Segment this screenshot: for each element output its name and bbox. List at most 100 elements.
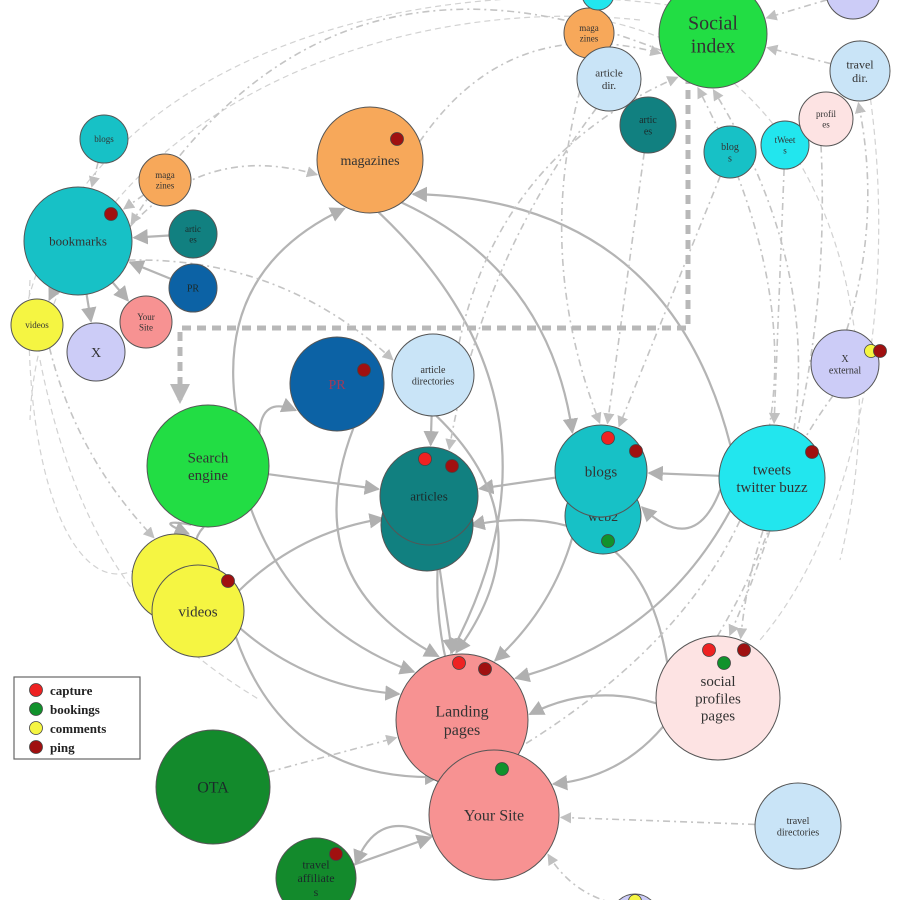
node-label: es bbox=[189, 234, 197, 244]
legend-label: capture bbox=[50, 683, 93, 698]
node-cyan-top-edge[interactable] bbox=[582, 0, 614, 11]
node-your-site[interactable]: Your Site bbox=[428, 749, 560, 881]
legend-swatch bbox=[29, 740, 43, 754]
edge-article_dir_top-to-articles bbox=[445, 107, 597, 451]
node-circle bbox=[66, 322, 126, 382]
ping-marker bbox=[478, 662, 492, 676]
edge-search_engine-to-magazines bbox=[232, 207, 346, 413]
node-label: maga bbox=[155, 170, 175, 180]
node-label: maga bbox=[579, 23, 599, 33]
capture-marker bbox=[702, 643, 716, 657]
node-bookmarks[interactable]: bookmarks bbox=[23, 186, 133, 296]
node-magazines-small[interactable]: magazines bbox=[138, 153, 192, 207]
edge-videos-to-articles bbox=[238, 513, 385, 592]
node-label: social bbox=[701, 674, 736, 690]
edge-article_directories-to-articles bbox=[423, 415, 439, 447]
edge-pr-to-landing_pages bbox=[335, 427, 440, 658]
node-videos[interactable]: videos bbox=[151, 564, 245, 658]
edge-bookmarks-to-x_small bbox=[81, 294, 97, 323]
edge-magazines-to-blogs bbox=[401, 201, 579, 435]
node-videos-small[interactable]: videos bbox=[10, 298, 64, 352]
node-label: es bbox=[822, 119, 830, 129]
node-blogs[interactable]: blogs bbox=[554, 424, 648, 518]
edge-tweets-to-magazines bbox=[411, 186, 732, 446]
ping-marker bbox=[357, 363, 371, 377]
node-blogs-top[interactable]: blogs bbox=[703, 125, 757, 179]
node-x-small[interactable]: X bbox=[66, 322, 126, 382]
edge-social_profiles-to-landing_pages bbox=[528, 694, 657, 716]
edge-blogs_small-to-bookmarks bbox=[88, 162, 100, 188]
node-label: travel bbox=[846, 57, 874, 71]
edge-bookmarks-to-your_site_small bbox=[111, 281, 129, 302]
node-magazines[interactable]: magazines bbox=[316, 106, 424, 214]
node-circle bbox=[798, 91, 854, 147]
heavy-paths-layer bbox=[170, 60, 691, 404]
node-top-right-node[interactable] bbox=[826, 0, 880, 20]
ping-marker bbox=[873, 344, 887, 358]
background-arc-2 bbox=[759, 39, 880, 641]
edge-videos_small-to-videos_back bbox=[48, 347, 155, 539]
node-label: Your bbox=[137, 312, 155, 322]
node-circle bbox=[10, 298, 64, 352]
node-label: OTA bbox=[197, 780, 229, 797]
edge-travel_dir_top-to-social_index bbox=[766, 44, 832, 65]
edge-pr_small-to-bookmarks bbox=[128, 260, 172, 280]
node-label: tweets bbox=[753, 463, 791, 479]
node-circle bbox=[655, 635, 781, 761]
markers-layer bbox=[104, 132, 887, 900]
node-label: Social bbox=[688, 13, 738, 35]
node-pr[interactable]: PR bbox=[289, 336, 385, 432]
edge-bottom_node-to-your_site bbox=[547, 853, 606, 900]
edge-profiles_top-to-social_profiles bbox=[728, 145, 824, 637]
node-label: article bbox=[421, 365, 447, 376]
ping-marker bbox=[629, 444, 643, 458]
node-label: external bbox=[829, 365, 861, 376]
edge-article_directories-to-landing_pages bbox=[435, 415, 500, 654]
node-profiles-top[interactable]: profiles bbox=[798, 91, 854, 147]
node-label: bookmarks bbox=[49, 234, 107, 249]
node-ota[interactable]: OTA bbox=[155, 729, 271, 845]
node-label: profiles bbox=[695, 691, 741, 707]
node-label: es bbox=[644, 126, 652, 137]
node-label: pages bbox=[444, 722, 480, 739]
edge-blogs-to-articles bbox=[477, 476, 556, 495]
nodes-layer: Socialindexmagazinesarticledir.articesbl… bbox=[10, 0, 891, 900]
node-circle bbox=[658, 0, 768, 89]
node-pr-small[interactable]: PR bbox=[168, 263, 218, 313]
node-blogs-small[interactable]: blogs bbox=[79, 114, 129, 164]
node-label: magazines bbox=[340, 154, 399, 169]
node-circle bbox=[289, 336, 385, 432]
capture-marker bbox=[418, 452, 432, 466]
node-circle bbox=[826, 0, 880, 20]
node-label: blog bbox=[721, 142, 739, 153]
edge-bookmarks-to-article_directories bbox=[128, 259, 394, 361]
edge-videos-to-your_site bbox=[234, 636, 441, 786]
node-label: travel bbox=[787, 816, 810, 827]
node-label: twitter buzz bbox=[736, 480, 808, 496]
node-circle bbox=[760, 120, 810, 170]
capture-marker bbox=[452, 656, 466, 670]
edge-articles_top-to-blogs bbox=[603, 152, 645, 425]
node-circle bbox=[810, 329, 880, 399]
legend-swatch bbox=[29, 721, 43, 735]
node-label: blogs bbox=[94, 134, 114, 144]
edge-videos-to-landing_pages bbox=[239, 627, 401, 701]
edge-bookmarks-to-magazines bbox=[129, 164, 319, 228]
node-label: dir. bbox=[602, 80, 617, 92]
node-label: directories bbox=[777, 827, 819, 838]
